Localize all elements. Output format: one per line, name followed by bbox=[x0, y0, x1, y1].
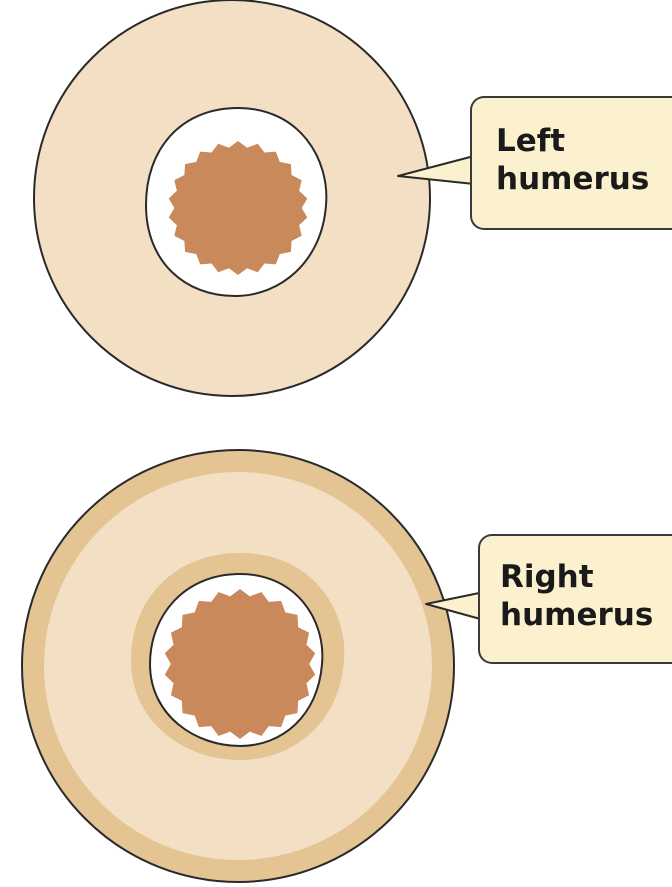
left-humerus-label-line1: Left bbox=[496, 122, 649, 160]
right-humerus-label-line2: humerus bbox=[500, 596, 653, 634]
left-humerus-cross-section bbox=[34, 0, 430, 396]
right-humerus-label-line1: Right bbox=[500, 558, 653, 596]
right-humerus-label: Right humerus bbox=[500, 558, 653, 634]
right-humerus-cross-section bbox=[22, 450, 454, 882]
left-humerus-label-line2: humerus bbox=[496, 160, 649, 198]
left-humerus-label: Left humerus bbox=[496, 122, 649, 198]
